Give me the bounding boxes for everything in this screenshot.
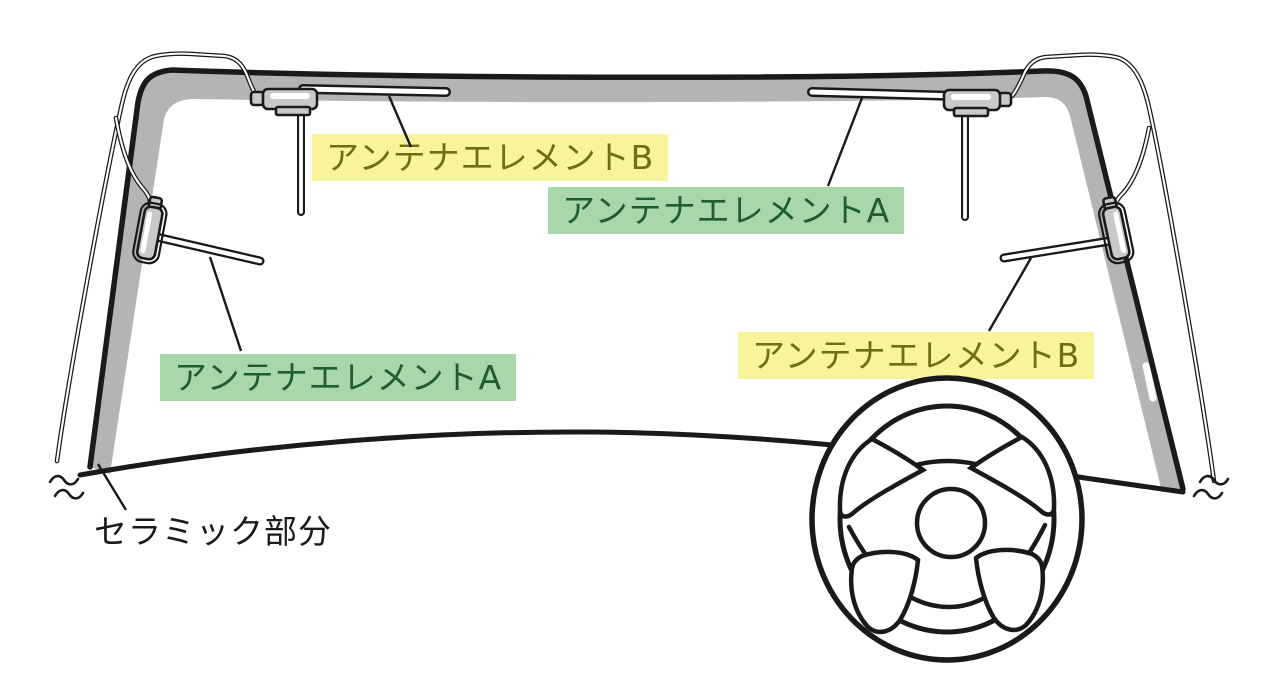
break-marks-left bbox=[48, 474, 85, 500]
top-antenna-bar-right bbox=[812, 92, 958, 96]
antenna-unit-top-right bbox=[942, 88, 1013, 118]
leader-antenna-a-side bbox=[208, 256, 243, 352]
leader-antenna-b-side bbox=[987, 257, 1033, 332]
windshield-edge bbox=[87, 67, 1186, 492]
leader-antenna-a-top bbox=[826, 97, 864, 187]
band-sliver-left bbox=[82, 340, 97, 386]
label-antenna-element-a-top: アンテナエレメントA bbox=[548, 187, 905, 234]
pillar-antenna-rod-right bbox=[1004, 241, 1110, 258]
label-ceramic-area: セラミック部分 bbox=[94, 512, 332, 551]
top-antenna-bar-left bbox=[303, 89, 446, 92]
antenna-unit-top-left bbox=[249, 87, 319, 117]
leader-ceramic bbox=[96, 463, 128, 511]
ceramic-band bbox=[90, 70, 1183, 492]
wheel-cutout-upper-left bbox=[837, 436, 928, 519]
feeder-cable-pillar-right bbox=[1115, 128, 1149, 211]
pillar-antenna-rod-left bbox=[152, 236, 260, 261]
antenna-unit-pillar-left bbox=[132, 195, 168, 265]
wheel-cutout-lower-right bbox=[973, 547, 1046, 633]
leader-antenna-b-top bbox=[387, 95, 413, 148]
break-marks-right bbox=[1192, 474, 1230, 500]
wheel-cutout-upper-right bbox=[966, 434, 1057, 517]
label-antenna-element-b-top: アンテナエレメントB bbox=[312, 134, 669, 181]
wheel-hub bbox=[914, 486, 988, 560]
label-antenna-element-b-side: アンテナエレメントB bbox=[738, 332, 1095, 379]
antenna-unit-pillar-right bbox=[1098, 195, 1135, 265]
steering-wheel bbox=[809, 375, 1085, 663]
label-antenna-element-a-side: アンテナエレメントA bbox=[160, 354, 517, 401]
band-sliver-right bbox=[1142, 362, 1157, 402]
wheel-cutout-lower-left bbox=[848, 549, 921, 635]
